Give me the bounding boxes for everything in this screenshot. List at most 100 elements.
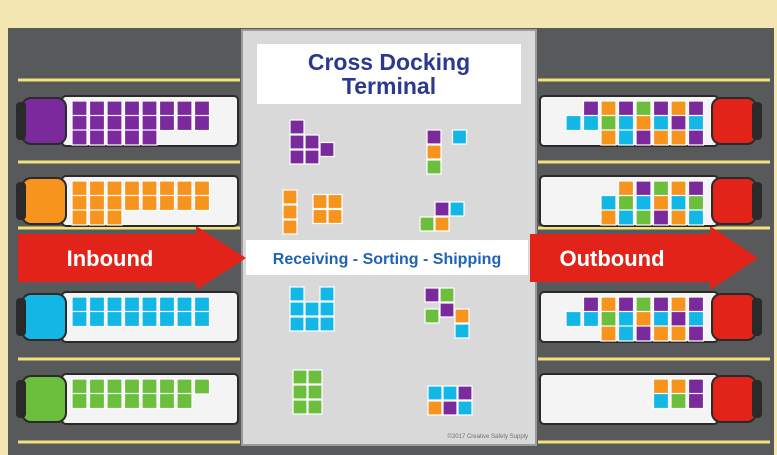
title-line-1: Cross Docking (308, 49, 470, 75)
cargo-box (434, 216, 450, 232)
cargo-box (439, 302, 455, 318)
cargo-box (176, 296, 193, 313)
process-label: Receiving - Sorting - Shipping (273, 251, 501, 268)
cargo-box (600, 296, 617, 313)
cargo-box (71, 378, 88, 395)
cargo-box (123, 310, 141, 328)
sort-group (427, 385, 473, 416)
cargo-box (426, 144, 442, 160)
cargo-box (307, 384, 323, 400)
cargo-box (141, 392, 158, 410)
cargo-box (687, 325, 705, 342)
cargo-box (424, 308, 440, 324)
cargo-box (282, 189, 298, 205)
cargo-box (123, 194, 141, 212)
cargo-box (424, 287, 440, 303)
truck-cab (21, 375, 67, 423)
cargo-box (88, 296, 106, 313)
cargo-box (449, 201, 465, 217)
cargo-box (307, 369, 323, 385)
cargo-box (670, 180, 687, 197)
bumper (16, 102, 26, 140)
cargo-box (652, 392, 670, 410)
bumper (752, 298, 762, 336)
cargo-box (123, 100, 141, 117)
cargo-box (600, 325, 617, 342)
cargo-box (304, 134, 320, 150)
cargo-box (617, 180, 635, 197)
inbound-arrow: Inbound (18, 226, 246, 290)
outbound-trucks (539, 95, 762, 425)
cargo-box (582, 114, 600, 132)
cargo-box (687, 114, 705, 132)
cargo-box (652, 296, 670, 313)
cargo-box (687, 100, 705, 117)
cargo-box (419, 216, 435, 232)
cargo-box (687, 310, 705, 328)
cargo-box (670, 114, 687, 132)
cargo-box (670, 194, 687, 212)
cargo-box (427, 400, 443, 416)
cargo-box (454, 308, 470, 324)
cargo-box (617, 209, 635, 226)
truck-cab (21, 293, 67, 341)
bumper (752, 380, 762, 418)
bumper (16, 182, 26, 220)
inbound-truck (16, 291, 239, 343)
cargo-box (141, 100, 158, 117)
cargo-box (652, 129, 670, 146)
cargo-box (457, 385, 473, 401)
cargo-box (141, 378, 158, 395)
cargo-box (652, 180, 670, 197)
cargo-box (88, 114, 106, 132)
sorting-area (282, 119, 473, 416)
cargo-box (106, 114, 123, 132)
cargo-box (600, 310, 617, 328)
cargo-box (565, 310, 582, 328)
cargo-box (426, 129, 442, 145)
cargo-box (582, 100, 600, 117)
cargo-box (123, 392, 141, 410)
cargo-box (289, 316, 305, 332)
cargo-box (282, 204, 298, 220)
cargo-box (292, 384, 308, 400)
cargo-box (617, 296, 635, 313)
cargo-box (193, 310, 211, 328)
cargo-box (319, 286, 335, 302)
cargo-box (193, 100, 211, 117)
cargo-box (670, 296, 687, 313)
cargo-box (687, 378, 705, 395)
outbound-truck (539, 373, 762, 425)
cargo-box (670, 325, 687, 342)
cargo-box (304, 301, 320, 317)
cargo-box (106, 310, 123, 328)
cargo-box (292, 399, 308, 415)
cargo-box (88, 194, 106, 212)
cargo-box (176, 180, 193, 197)
cargo-box (687, 129, 705, 146)
cargo-box (158, 194, 176, 212)
cargo-box (88, 378, 106, 395)
truck-cab (21, 97, 67, 145)
cargo-box (106, 296, 123, 313)
cargo-box (635, 100, 652, 117)
sort-group (282, 189, 343, 235)
cargo-box (327, 193, 343, 210)
cargo-box (71, 129, 88, 146)
cargo-box (600, 114, 617, 132)
cargo-box (617, 100, 635, 117)
bumper (752, 182, 762, 220)
cargo-box (687, 194, 705, 212)
truck-cab (21, 177, 67, 225)
cargo-box (617, 310, 635, 328)
cargo-box (434, 201, 450, 217)
cargo-box (652, 310, 670, 328)
bumper (16, 380, 26, 418)
cargo-box (158, 310, 176, 328)
inbound-truck (16, 95, 239, 147)
cargo-box (176, 100, 193, 117)
sort-group (426, 129, 468, 175)
truck-cab (711, 375, 757, 423)
